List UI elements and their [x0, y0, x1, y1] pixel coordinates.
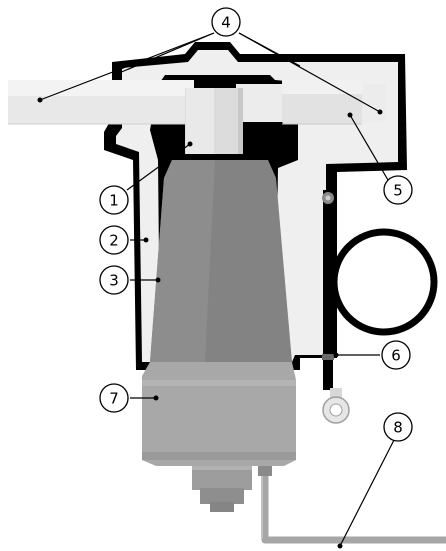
callout-5: 5: [383, 175, 413, 205]
callout-1: 1: [99, 185, 129, 215]
callout-5-label: 5: [393, 182, 403, 200]
callout-3: 3: [99, 265, 129, 295]
callout-8-label: 8: [393, 419, 403, 437]
callout-4: 4: [211, 7, 241, 37]
callout-8: 8: [383, 412, 413, 442]
callout-3-label: 3: [109, 272, 119, 290]
callout-2-label: 2: [109, 232, 119, 250]
callout-6: 6: [381, 340, 411, 370]
bushing-inlet-highlight: [8, 80, 194, 96]
earthing-strap-loop: [330, 228, 438, 336]
callout-6-label: 6: [391, 347, 401, 365]
ground-wire: [261, 470, 446, 544]
earthing-strap-lead: [323, 190, 333, 390]
callout-2: 2: [99, 225, 129, 255]
callout-7-label: 7: [109, 390, 119, 408]
callout-7: 7: [99, 383, 129, 413]
callout-4-label: 4: [221, 14, 231, 32]
metal-boot: [142, 362, 296, 466]
callout-1-label: 1: [109, 192, 119, 210]
